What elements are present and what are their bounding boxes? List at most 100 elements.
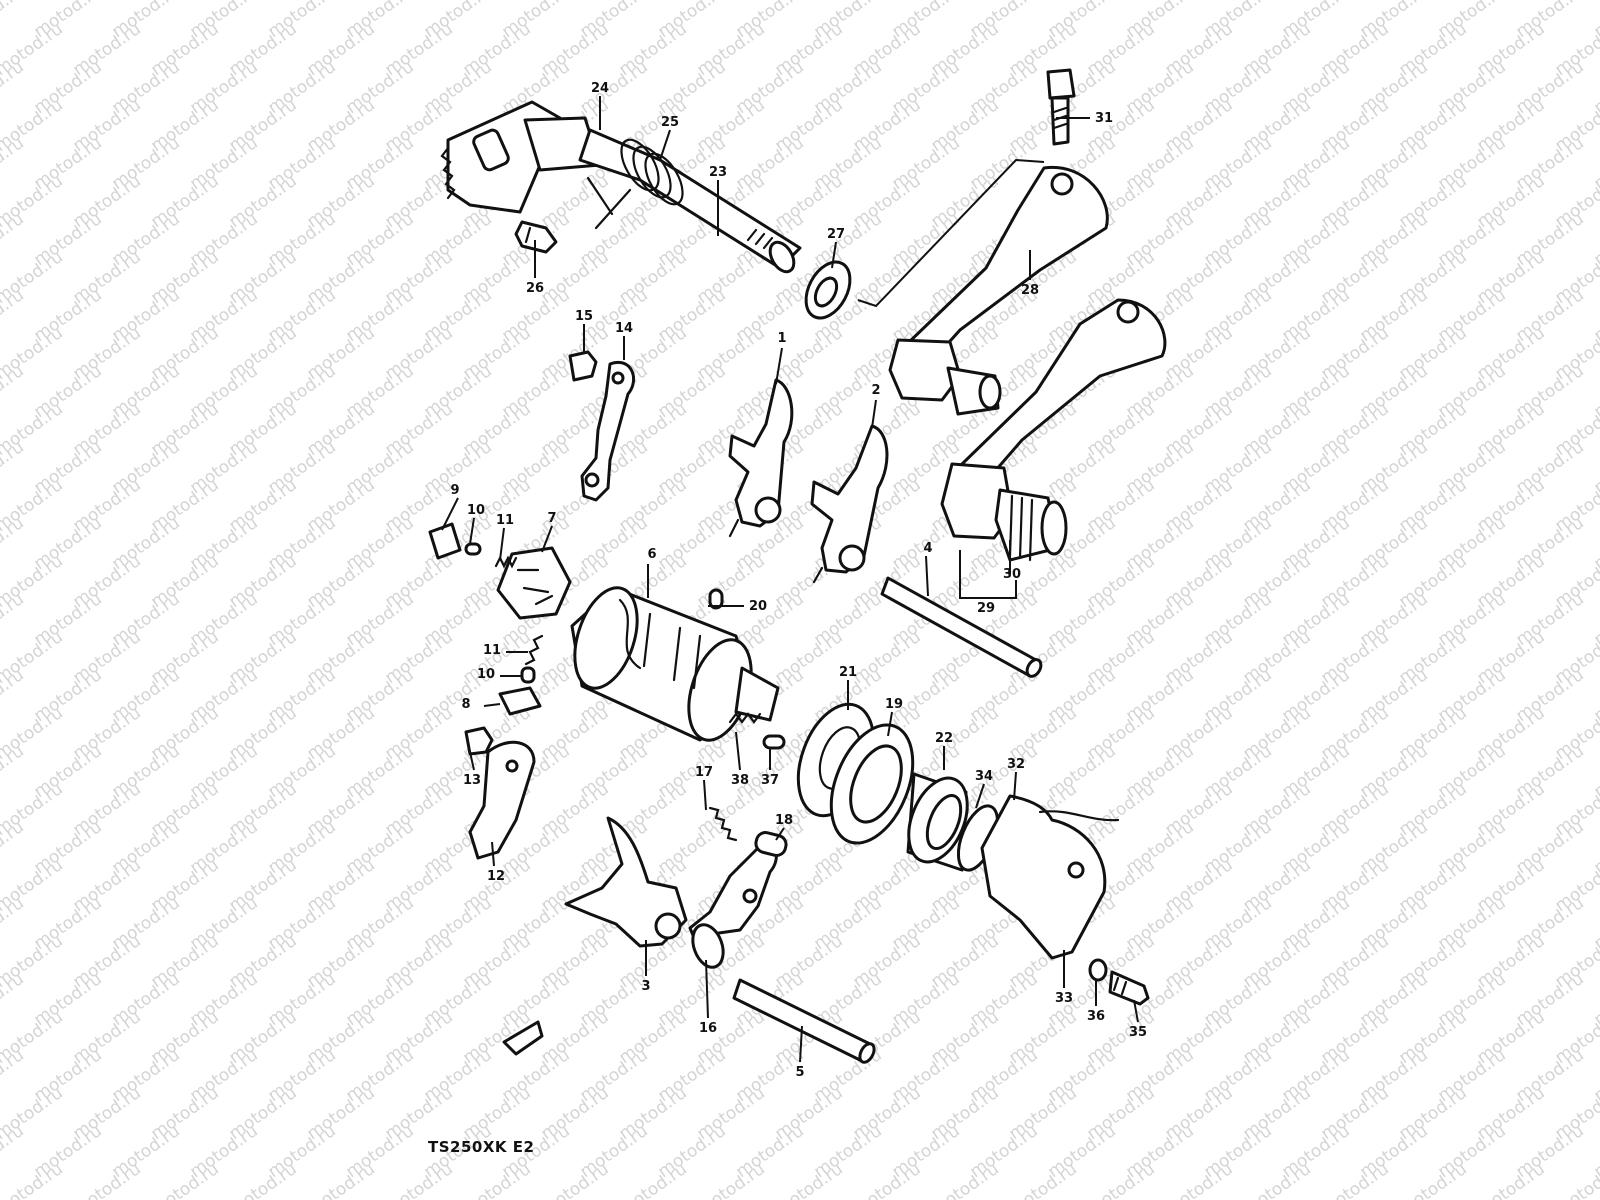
watermark-text: motod.ru <box>849 1159 924 1200</box>
watermark-text: motod.ru <box>537 1159 612 1200</box>
callout-26: 26 <box>526 281 544 296</box>
callout-11b: 11 <box>483 643 501 658</box>
watermark-text: motod.ru <box>0 57 28 118</box>
cover-washer <box>1088 958 1108 982</box>
needle-bearing <box>906 772 969 872</box>
cam-pin-o-ring <box>708 588 724 610</box>
gearshift-cam-driven-gear <box>496 546 572 620</box>
gearshift-pawl-lifter <box>688 843 778 969</box>
cover-screw <box>1108 970 1150 1006</box>
callout-6: 6 <box>647 547 656 562</box>
callout-22: 22 <box>935 731 953 746</box>
cam-guide-plate <box>468 740 536 860</box>
stopper-plate-screw <box>568 350 598 382</box>
callout-7: 7 <box>547 511 556 526</box>
callout-28: 28 <box>1021 283 1039 298</box>
watermark-text: motod.ru <box>0 969 28 1030</box>
callout-38: 38 <box>731 773 749 788</box>
gearshift-fork-1 <box>728 378 794 538</box>
watermark-text: motod.ru <box>0 817 28 878</box>
callout-12: 12 <box>487 869 505 884</box>
fork-shaft-upper <box>880 576 1043 678</box>
callout-16: 16 <box>699 1021 717 1036</box>
pawl-pin-lower <box>520 666 536 684</box>
callout-27: 27 <box>827 227 845 242</box>
bearing-retainer-cover <box>980 794 1120 960</box>
callout-4: 4 <box>923 541 932 556</box>
pawl-lifter-spring <box>708 806 738 842</box>
callout-8: 8 <box>461 697 470 712</box>
watermark-text: motod.ru <box>771 1159 846 1200</box>
watermark-text: motod.ru <box>0 133 28 194</box>
watermark-text: motod.ru <box>459 1159 534 1200</box>
watermark-text: motod.ru <box>0 1197 28 1200</box>
watermark-text: motod.ru <box>1473 1159 1548 1200</box>
cam-stopper-pawl-right <box>498 686 542 716</box>
watermark-text: motod.ru <box>0 1045 28 1106</box>
watermark-text: motod.ru <box>1395 1159 1470 1200</box>
shift-shaft-return-spring <box>586 138 684 230</box>
gearshift-fork-3 <box>564 816 688 948</box>
callout-11a: 11 <box>496 513 514 528</box>
watermark-text: motod.ru <box>0 665 28 726</box>
watermark-text: motod.ru <box>693 1159 768 1200</box>
leader-lines <box>441 96 1139 1063</box>
cam-pin <box>762 734 786 750</box>
callout-17: 17 <box>695 765 713 780</box>
pawl-pin-upper <box>464 542 482 556</box>
gearshift-lever-lower <box>940 298 1167 540</box>
callout-36: 36 <box>1087 1009 1105 1024</box>
watermark-text: motod.ru <box>0 741 28 802</box>
watermark-text: motod.ru <box>225 1159 300 1200</box>
shaft-oil-seal <box>804 260 852 320</box>
watermark-text: motod.ru <box>0 589 28 650</box>
callout-20: 20 <box>749 599 767 614</box>
callout-3: 3 <box>641 979 650 994</box>
callout-37: 37 <box>761 773 779 788</box>
watermark-text: motod.ru <box>1005 1159 1080 1200</box>
callout-35: 35 <box>1129 1025 1147 1040</box>
callout-10b: 10 <box>477 667 495 682</box>
watermark-text: motod.ru <box>303 1159 378 1200</box>
lever-mounting-bolt <box>1046 68 1076 146</box>
watermark-text: motod.ru <box>1239 1159 1314 1200</box>
callout-24: 24 <box>591 81 609 96</box>
callout-2: 2 <box>871 383 880 398</box>
callout-1: 1 <box>777 331 786 346</box>
callout-labels: 1 2 3 4 5 6 7 8 9 10 10 11 11 12 13 14 1… <box>450 81 1147 1080</box>
callout-13: 13 <box>463 773 481 788</box>
watermark-text: motod.ru <box>0 437 28 498</box>
gearshift-cam-stopper-plate <box>580 360 636 502</box>
callout-23: 23 <box>709 165 727 180</box>
gearshift-lever-upper <box>888 165 1109 416</box>
callout-29: 29 <box>977 601 995 616</box>
watermark-text: motod.ru <box>0 513 28 574</box>
callout-34: 34 <box>975 769 993 784</box>
pawl-spring-lower <box>524 634 544 666</box>
watermark-text: motod.ru <box>927 1159 1002 1200</box>
watermark-text: motod.ru <box>381 1159 456 1200</box>
gearshift-lever-rubber <box>994 488 1068 562</box>
watermark-text: motod.ru <box>0 893 28 954</box>
callout-30: 30 <box>1003 567 1021 582</box>
model-code-label: TS250XK E2 <box>428 1138 535 1156</box>
cam-pin-spring <box>728 712 762 724</box>
callout-21: 21 <box>839 665 857 680</box>
callout-18: 18 <box>775 813 793 828</box>
callout-32: 32 <box>1007 757 1025 772</box>
callout-25: 25 <box>661 115 679 130</box>
callout-19: 19 <box>885 697 903 712</box>
callout-14: 14 <box>615 321 633 336</box>
callout-10a: 10 <box>467 503 485 518</box>
watermark-text: motod.ru <box>615 1159 690 1200</box>
cam-washer <box>829 723 915 845</box>
callout-33: 33 <box>1055 991 1073 1006</box>
gearshift-arm-stopper-bolt <box>514 220 558 254</box>
watermark-text: motod.ru <box>147 1159 222 1200</box>
pawl-lifter-pin <box>754 831 788 857</box>
leader-line-lever <box>857 158 1045 308</box>
callout-15: 15 <box>575 309 593 324</box>
watermark-text: motod.ru <box>0 0 28 42</box>
